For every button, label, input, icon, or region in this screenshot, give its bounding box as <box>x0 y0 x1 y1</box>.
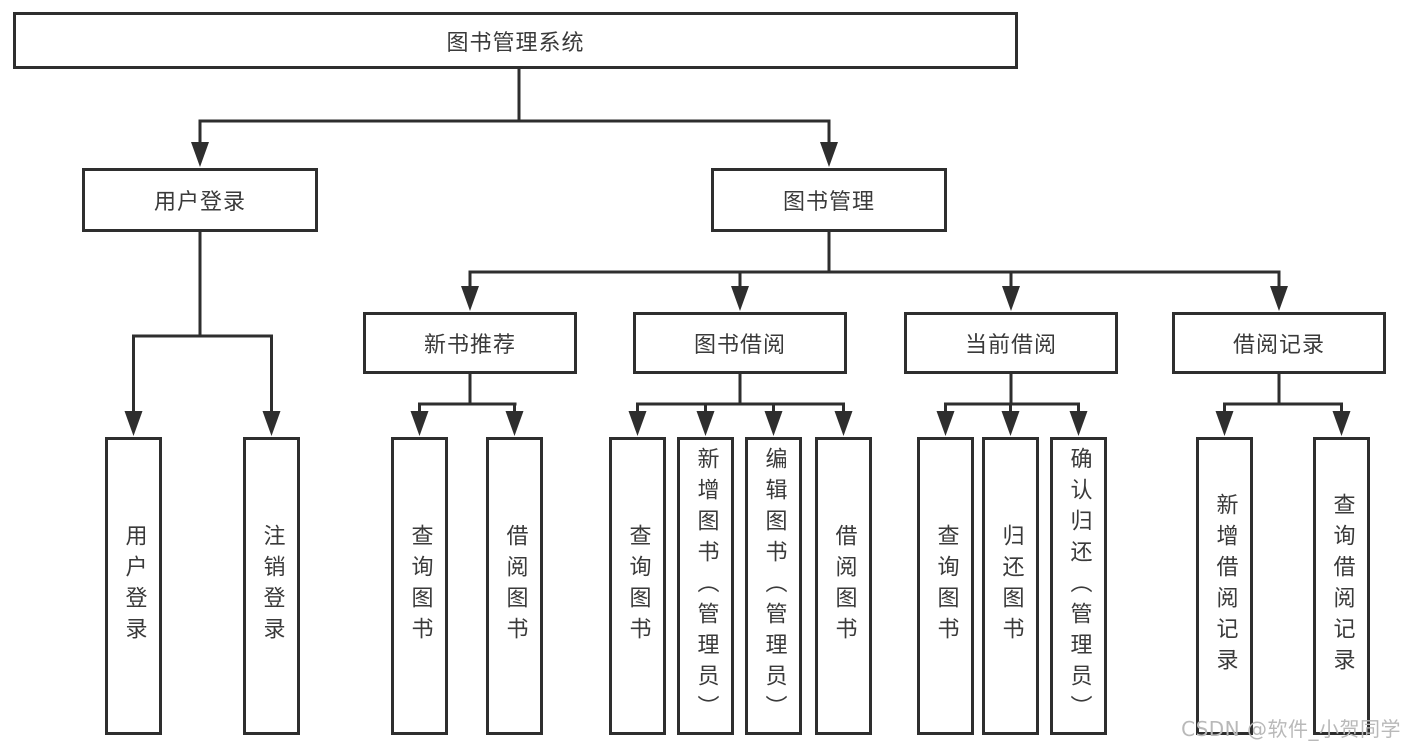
leaf-label: 归还图书 <box>998 524 1024 648</box>
leaf-records-query-record: 查询借阅记录 <box>1313 437 1370 735</box>
node-root: 图书管理系统 <box>13 12 1018 69</box>
node-new-book-recommend: 新书推荐 <box>363 312 577 374</box>
connector-user-login-branch <box>124 231 281 436</box>
leaf-label: 查询借阅记录 <box>1329 493 1355 679</box>
connector-current-borrow-branch <box>936 373 1088 436</box>
connector-book-borrow-branch <box>628 373 853 436</box>
node-book-borrow-label: 图书借阅 <box>693 333 786 358</box>
leaf-borrow-add-books-admin: 新增图书（管理员） <box>677 437 734 735</box>
connector-root-to-level2 <box>191 69 838 167</box>
leaf-label: 新增图书（管理员） <box>693 446 719 726</box>
leaf-label: 查询图书 <box>625 524 651 648</box>
leaf-borrow-query-books: 查询图书 <box>609 437 666 735</box>
leaf-borrow-borrow-books: 借阅图书 <box>815 437 872 735</box>
leaf-label: 注销登录 <box>259 524 285 648</box>
node-borrow-records: 借阅记录 <box>1172 312 1386 374</box>
leaf-recommend-borrow-books: 借阅图书 <box>486 437 543 735</box>
node-root-label: 图书管理系统 <box>446 30 585 56</box>
leaf-current-return-books: 归还图书 <box>982 437 1039 735</box>
node-borrow-records-label: 借阅记录 <box>1232 333 1325 358</box>
connector-book-management-branch <box>461 231 1288 311</box>
leaf-user-login: 用户登录 <box>105 437 162 735</box>
connector-borrow-records-branch <box>1215 373 1351 436</box>
node-new-book-recommend-label: 新书推荐 <box>423 333 516 358</box>
node-book-management-label: 图书管理 <box>782 190 875 215</box>
connector-new-book-recommend-branch <box>410 373 524 436</box>
leaf-current-query-books: 查询图书 <box>917 437 974 735</box>
node-book-borrow: 图书借阅 <box>633 312 847 374</box>
node-current-borrow: 当前借阅 <box>904 312 1118 374</box>
leaf-logout: 注销登录 <box>243 437 300 735</box>
leaf-records-add-record: 新增借阅记录 <box>1196 437 1253 735</box>
leaf-label: 编辑图书（管理员） <box>761 446 787 726</box>
node-book-management: 图书管理 <box>711 168 947 232</box>
leaf-recommend-query-books: 查询图书 <box>391 437 448 735</box>
leaf-label: 借阅图书 <box>502 524 528 648</box>
node-user-login-label: 用户登录 <box>153 190 246 215</box>
node-current-borrow-label: 当前借阅 <box>964 333 1057 358</box>
leaf-label: 新增借阅记录 <box>1212 493 1238 679</box>
leaf-label: 确认归还（管理员） <box>1066 446 1092 726</box>
leaf-label: 查询图书 <box>407 524 433 648</box>
leaf-current-confirm-return-admin: 确认归还（管理员） <box>1050 437 1107 735</box>
leaf-label: 查询图书 <box>933 524 959 648</box>
node-user-login: 用户登录 <box>82 168 318 232</box>
csdn-watermark: CSDN @软件_小贺同学 <box>1181 717 1401 741</box>
leaf-label: 用户登录 <box>121 524 147 648</box>
leaf-borrow-edit-books-admin: 编辑图书（管理员） <box>745 437 802 735</box>
leaf-label: 借阅图书 <box>831 524 857 648</box>
